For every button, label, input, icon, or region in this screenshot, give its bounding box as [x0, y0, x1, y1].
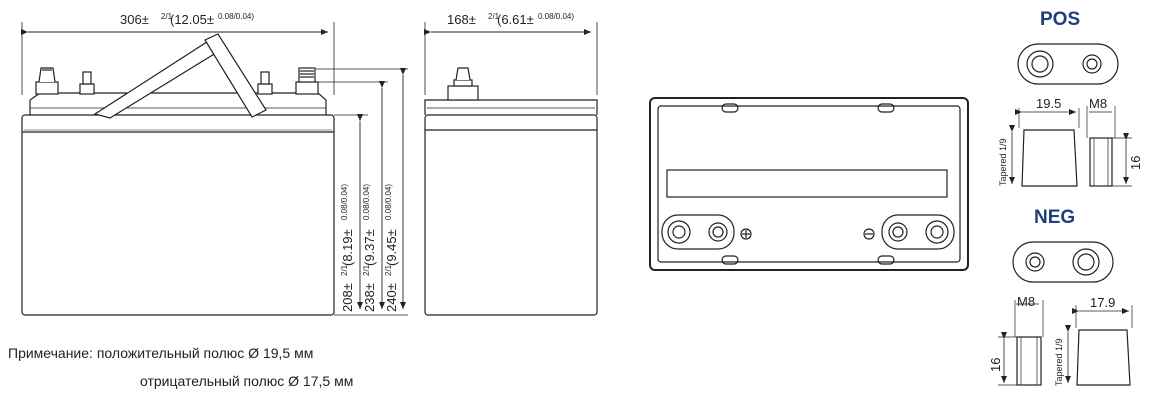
front-view [21, 22, 408, 316]
neg-header: NEG [1034, 207, 1075, 228]
note-line-1: Примечание: положительный полюс Ø 19,5 м… [8, 345, 314, 361]
plus-icon [740, 228, 752, 240]
svg-text:(8.19±: (8.19± [340, 229, 355, 266]
svg-text:2/1: 2/1 [384, 264, 393, 276]
pos-height: 16 [1128, 156, 1143, 170]
neg-thread: M8 [1017, 294, 1035, 309]
front-battery-body [21, 114, 335, 316]
front-width-tol: 2/1 [161, 12, 173, 21]
side-battery-body [424, 114, 598, 316]
neg-taper: Tapered 1/9 [1054, 338, 1064, 386]
handle-left [93, 39, 226, 119]
front-terminal-right [295, 67, 319, 95]
svg-text:0.08/0.04): 0.08/0.04) [362, 184, 371, 220]
front-terminal-left [35, 67, 59, 95]
svg-text:2/1: 2/1 [362, 264, 371, 276]
svg-text:0.08/0.04): 0.08/0.04) [340, 184, 349, 220]
svg-text:2/1: 2/1 [488, 12, 500, 21]
svg-text:168±: 168± [447, 12, 476, 27]
front-width-inch-tol: 0.08/0.04) [218, 12, 254, 21]
pos-thread: M8 [1089, 96, 1107, 111]
svg-text:(6.61±: (6.61± [497, 12, 534, 27]
front-width-inch: (12.05± [170, 12, 214, 27]
front-vent-left [79, 71, 95, 95]
handle-right [204, 33, 267, 118]
minus-icon [863, 228, 875, 240]
svg-text:208±: 208± [340, 283, 355, 312]
svg-text:(9.37±: (9.37± [362, 229, 377, 266]
svg-text:240±: 240± [384, 283, 399, 312]
svg-text:0.08/0.04): 0.08/0.04) [538, 12, 574, 21]
neg-terminal-detail: NEG M8 17.9 Tapered 1/9 16 [988, 207, 1133, 386]
svg-text:0.08/0.04): 0.08/0.04) [384, 184, 393, 220]
svg-text:2/1: 2/1 [340, 264, 349, 276]
front-width-mm: 306± [120, 12, 149, 27]
side-view [424, 22, 598, 316]
pos-taper: Tapered 1/9 [998, 138, 1008, 186]
neg-width: 17.9 [1090, 295, 1115, 310]
height-label-2: 238± 2/1 (9.37± 0.08/0.04) [362, 184, 377, 312]
height-label-1: 208± 2/1 (8.19± 0.08/0.04) [340, 184, 355, 312]
front-vent-right [257, 71, 273, 95]
svg-text:(9.45±: (9.45± [384, 229, 399, 266]
neg-height: 16 [988, 358, 1003, 372]
pos-header: POS [1040, 9, 1080, 30]
svg-text:238±: 238± [362, 283, 377, 312]
pos-width: 19.5 [1036, 96, 1061, 111]
note-line-2: отрицательный полюс Ø 17,5 мм [140, 373, 354, 389]
front-width-label: 306± 2/1 (12.05± 0.08/0.04) [120, 12, 254, 27]
top-terminal-right [881, 214, 955, 250]
height-label-3: 240± 2/1 (9.45± 0.08/0.04) [384, 184, 399, 312]
side-terminal [447, 67, 479, 101]
top-terminal-left [661, 214, 735, 250]
side-width-label: 168± 2/1 (6.61± 0.08/0.04) [447, 12, 574, 27]
pos-terminal-detail: POS 19.5 M8 Tapered 1/9 16 [998, 9, 1143, 187]
top-view [649, 97, 969, 271]
